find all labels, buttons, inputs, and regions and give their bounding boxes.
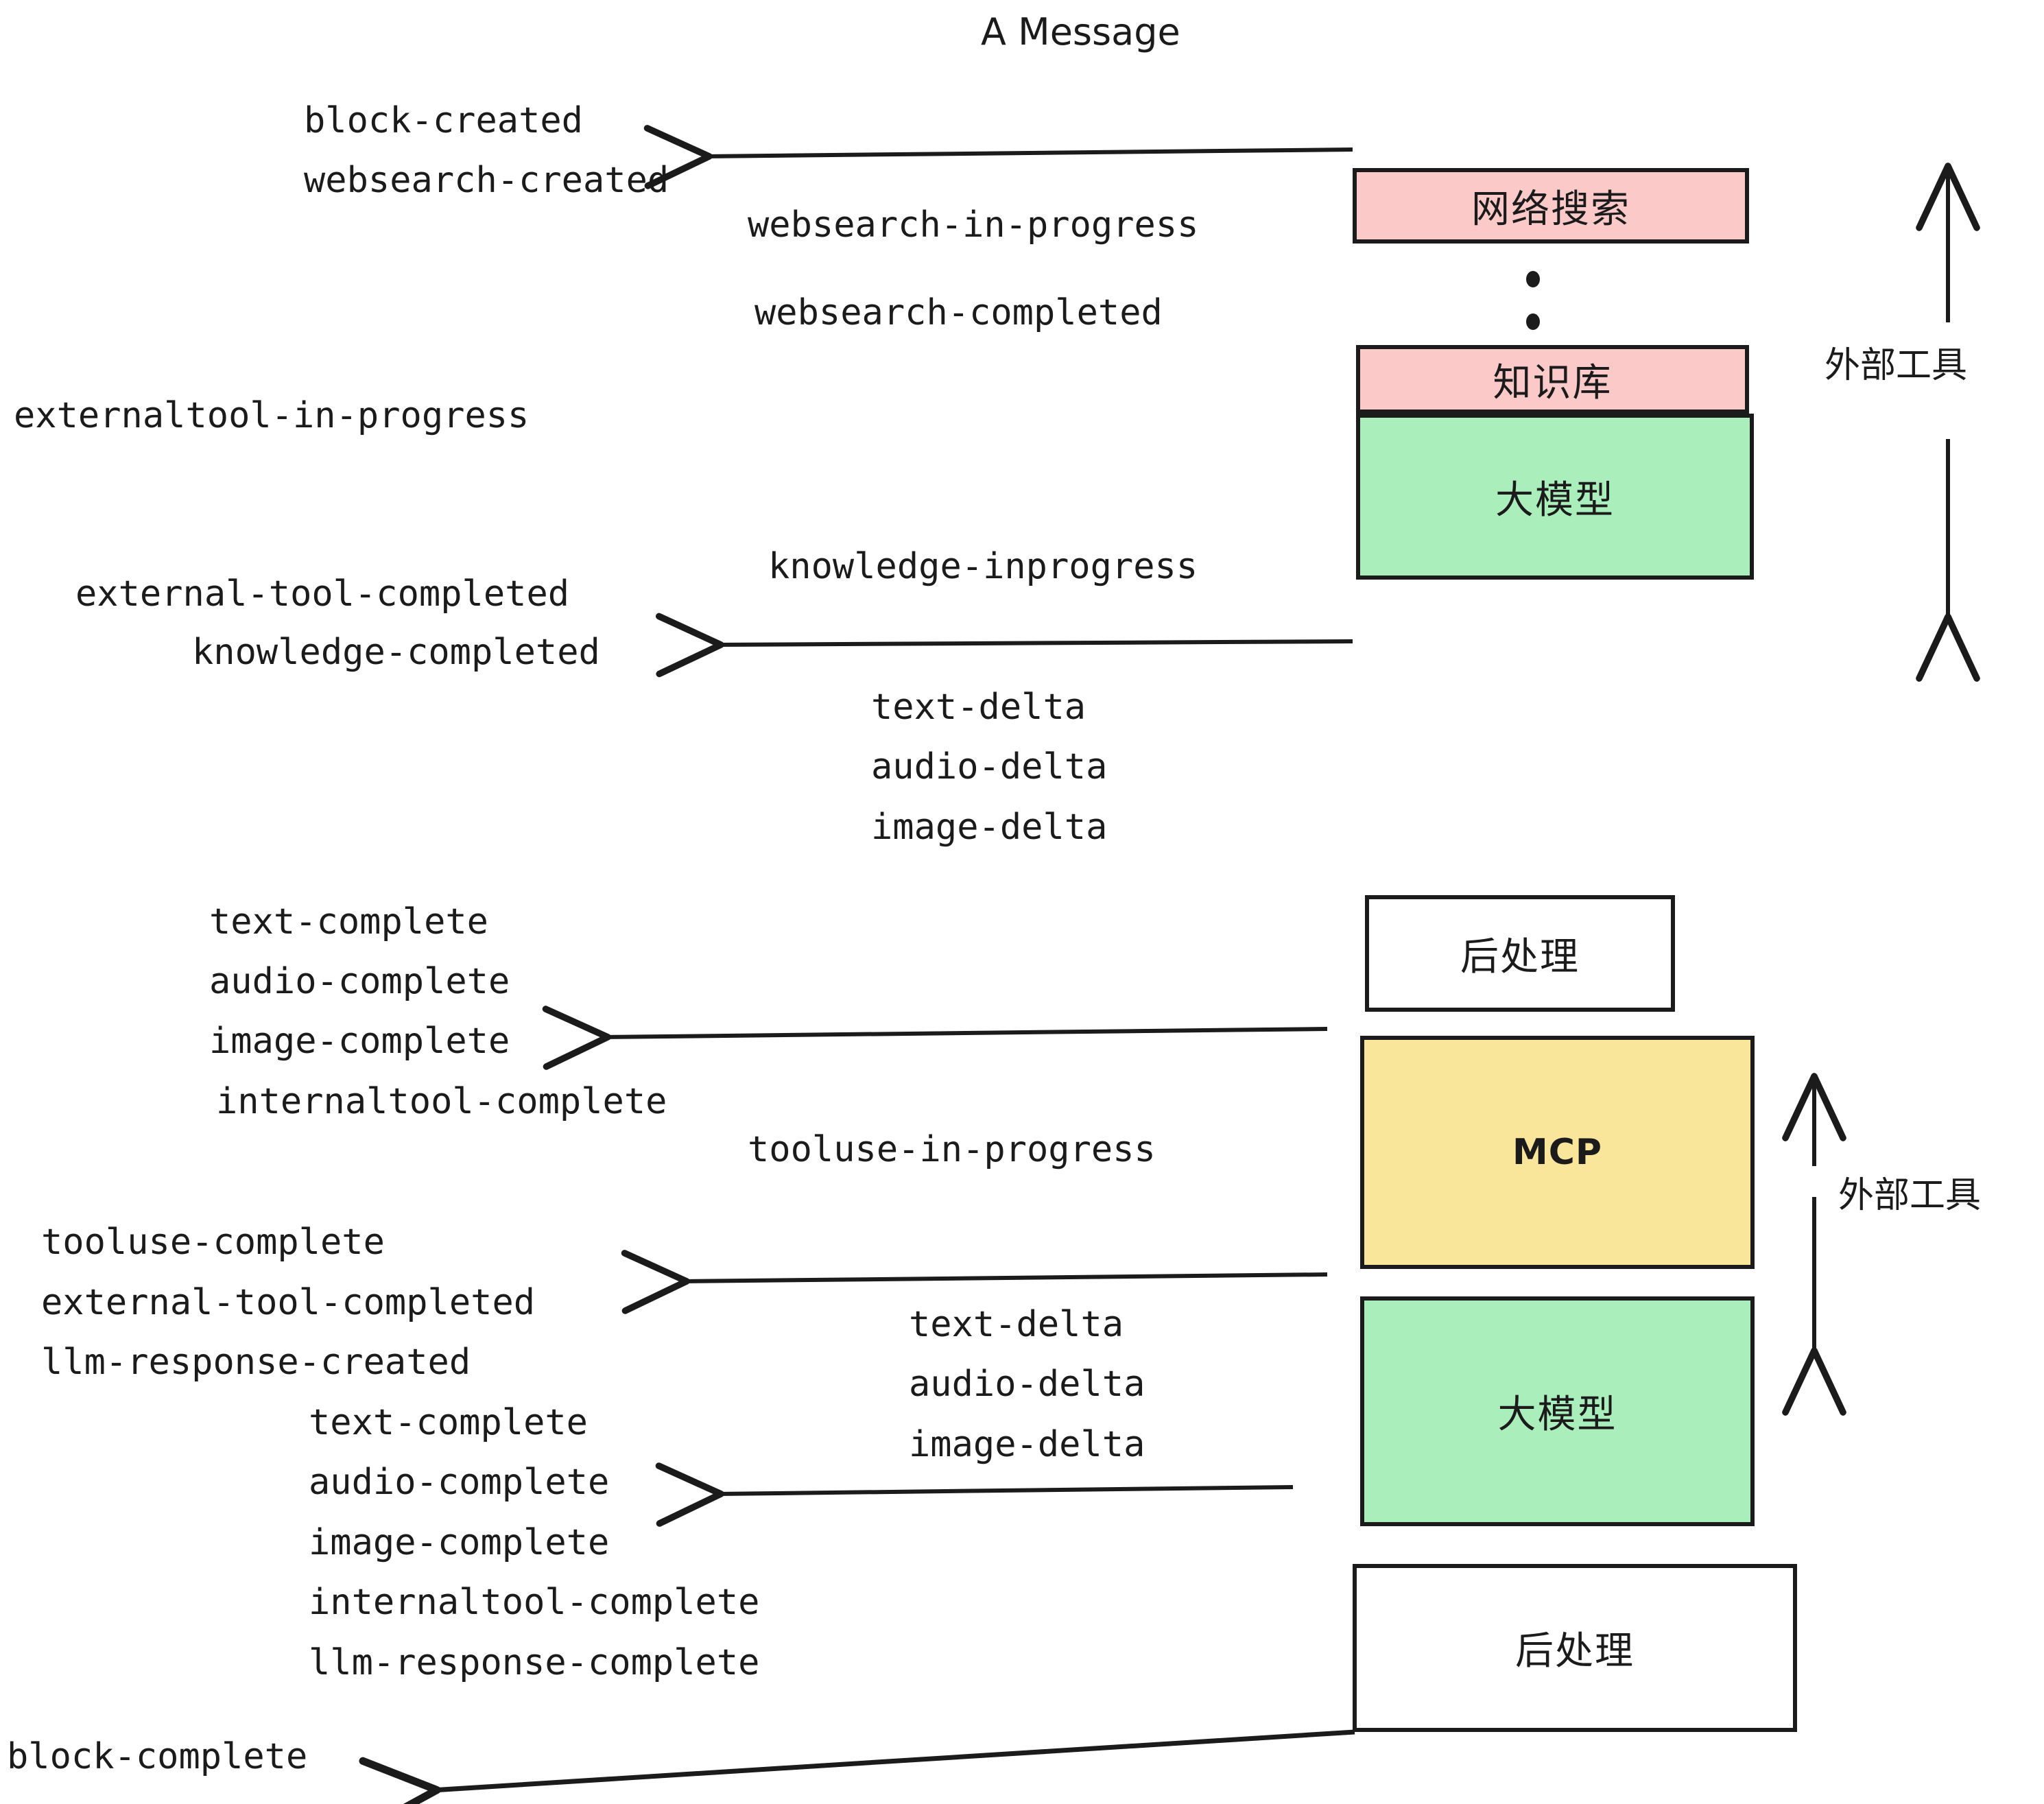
event-knowledge-inprogress: knowledge-inprogress — [768, 546, 1198, 587]
event-image-complete-1: image-complete — [209, 1021, 510, 1062]
event-text-complete-1: text-complete — [209, 901, 488, 942]
event-image-delta-1: image-delta — [871, 807, 1108, 848]
node-websearch[interactable]: 网络搜索 — [1353, 168, 1749, 244]
annotation-external-tool-bottom: 外部工具 — [1838, 1175, 1982, 1216]
annotation-external-tool-top: 外部工具 — [1825, 345, 1968, 386]
event-llm-response-complete: llm-response-complete — [309, 1642, 760, 1683]
event-externaltool-in-progress: externaltool-in-progress — [14, 395, 530, 436]
event-internaltool-complete-2: internaltool-complete — [309, 1582, 760, 1623]
event-audio-delta-2: audio-delta — [909, 1364, 1145, 1405]
arrow-postprocess-to-image-complete — [542, 1006, 1328, 1070]
node-llm-2[interactable]: 大模型 — [1360, 1296, 1755, 1526]
event-text-delta-2: text-delta — [909, 1304, 1124, 1345]
event-audio-complete-2: audio-complete — [309, 1462, 610, 1503]
arrow-websearch-to-created — [643, 125, 1353, 189]
event-audio-complete-1: audio-complete — [209, 961, 510, 1002]
dot-2 — [1526, 313, 1540, 330]
node-llm-1[interactable]: 大模型 — [1356, 414, 1754, 580]
event-block-created: block-created — [304, 100, 583, 141]
event-image-complete-2: image-complete — [309, 1522, 610, 1563]
node-knowledge[interactable]: 知识库 — [1356, 345, 1749, 414]
arrow-postprocess-to-block-complete — [359, 1729, 1355, 1804]
event-external-tool-completed-2: external-tool-completed — [41, 1282, 536, 1323]
event-internaltool-complete-1: internaltool-complete — [216, 1081, 667, 1122]
event-external-tool-completed-1: external-tool-completed — [75, 573, 570, 615]
arrow-llm-to-audio-complete — [655, 1462, 1294, 1527]
node-mcp[interactable]: MCP — [1360, 1036, 1755, 1269]
event-websearch-in-progress: websearch-in-progress — [748, 204, 1199, 246]
event-tooluse-in-progress: tooluse-in-progress — [748, 1129, 1156, 1170]
event-knowledge-completed: knowledge-completed — [192, 632, 600, 673]
page-title: A Message — [981, 10, 1180, 54]
event-llm-response-created: llm-response-created — [41, 1342, 471, 1383]
event-text-delta-1: text-delta — [871, 687, 1086, 728]
event-block-complete: block-complete — [7, 1736, 308, 1777]
event-tooluse-complete: tooluse-complete — [41, 1222, 385, 1263]
arrow-mcp-to-tooluse-complete — [621, 1250, 1328, 1314]
event-audio-delta-1: audio-delta — [871, 746, 1108, 787]
dot-1 — [1526, 271, 1540, 287]
node-postprocess-1[interactable]: 后处理 — [1365, 895, 1675, 1012]
arrow-knowledge-to-completed — [655, 613, 1353, 678]
event-text-complete-2: text-complete — [309, 1402, 588, 1443]
node-postprocess-2[interactable]: 后处理 — [1353, 1564, 1797, 1732]
event-websearch-completed: websearch-completed — [754, 292, 1163, 333]
event-websearch-created: websearch-created — [304, 160, 669, 201]
event-image-delta-2: image-delta — [909, 1424, 1145, 1465]
